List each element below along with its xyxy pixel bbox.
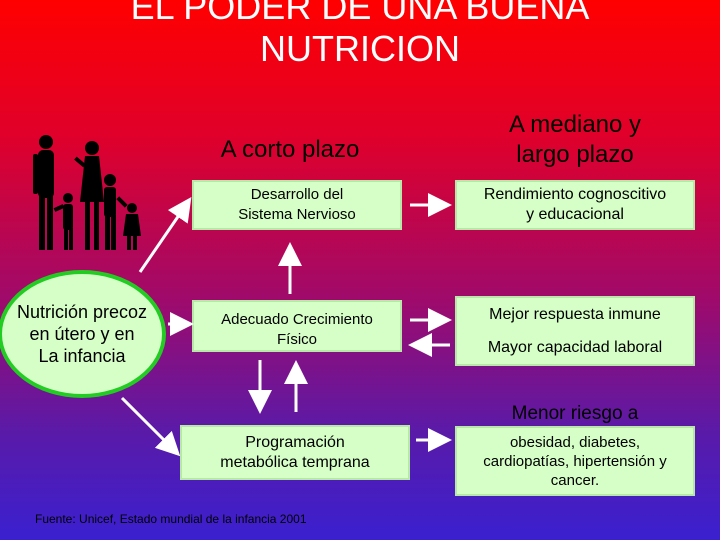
box-immune-labor: Mejor respuesta inmune Mayor capacidad l… — [455, 296, 695, 366]
slide-title: EL PODER DE UNA BUENA NUTRICION — [0, 0, 720, 70]
box-cognitive-performance: Rendimiento cognoscitivo y educacional — [455, 180, 695, 230]
header-long-term: A mediano y largo plazo — [470, 110, 680, 170]
circle-line-2: en útero y en — [29, 324, 135, 344]
box-metabolic-programming: Programación metabólica temprana — [180, 425, 410, 480]
box-cognitive-line-2: y educacional — [526, 206, 624, 223]
family-icon — [33, 135, 141, 250]
risk-line-3: cancer. — [550, 471, 600, 489]
title-line-1: EL PODER DE UNA BUENA — [130, 0, 590, 27]
box-lower-risk: obesidad, diabetes, cardiopatías, hipert… — [455, 426, 695, 496]
box-labor-text: Mayor capacidad laboral — [487, 338, 663, 356]
box-nervous-line-2: Sistema Nervioso — [238, 206, 356, 223]
circle-line-3: La infancia — [38, 346, 126, 366]
box-metabolic-line-1: Programación — [245, 433, 345, 451]
box-nervous-line-1: Desarrollo del — [250, 186, 344, 203]
box-nervous-system: Desarrollo del Sistema Nervioso — [192, 180, 402, 230]
circle-line-1: Nutrición precoz — [16, 302, 148, 322]
arrow-circle-to-nervous — [138, 197, 192, 273]
risk-title: Menor riesgo a — [511, 403, 639, 424]
header-long-term-line-1: A mediano y — [508, 111, 642, 138]
early-nutrition-circle: Nutrición precoz en útero y en La infanc… — [0, 270, 166, 398]
box-growth-line-2: Físico — [276, 331, 317, 348]
source-note: Fuente: Unicef, Estado mundial de la inf… — [35, 512, 307, 526]
risk-line-2: cardiopatías, hipertensión y — [483, 452, 667, 470]
risk-line-1: obesidad, diabetes, — [509, 433, 641, 451]
box-physical-growth: Adecuado Crecimiento Físico — [192, 300, 402, 352]
arrow-circle-to-metabolic — [120, 396, 181, 457]
box-metabolic-line-2: metabólica temprana — [220, 453, 370, 471]
title-line-2: NUTRICION — [260, 28, 460, 69]
header-short-term: A corto plazo — [220, 136, 360, 163]
box-growth-line-1: Adecuado Crecimiento — [221, 311, 373, 328]
box-cognitive-line-1: Rendimiento cognoscitivo — [483, 186, 667, 203]
box-immune-text: Mejor respuesta inmune — [489, 305, 661, 323]
header-long-term-line-2: largo plazo — [516, 141, 634, 168]
